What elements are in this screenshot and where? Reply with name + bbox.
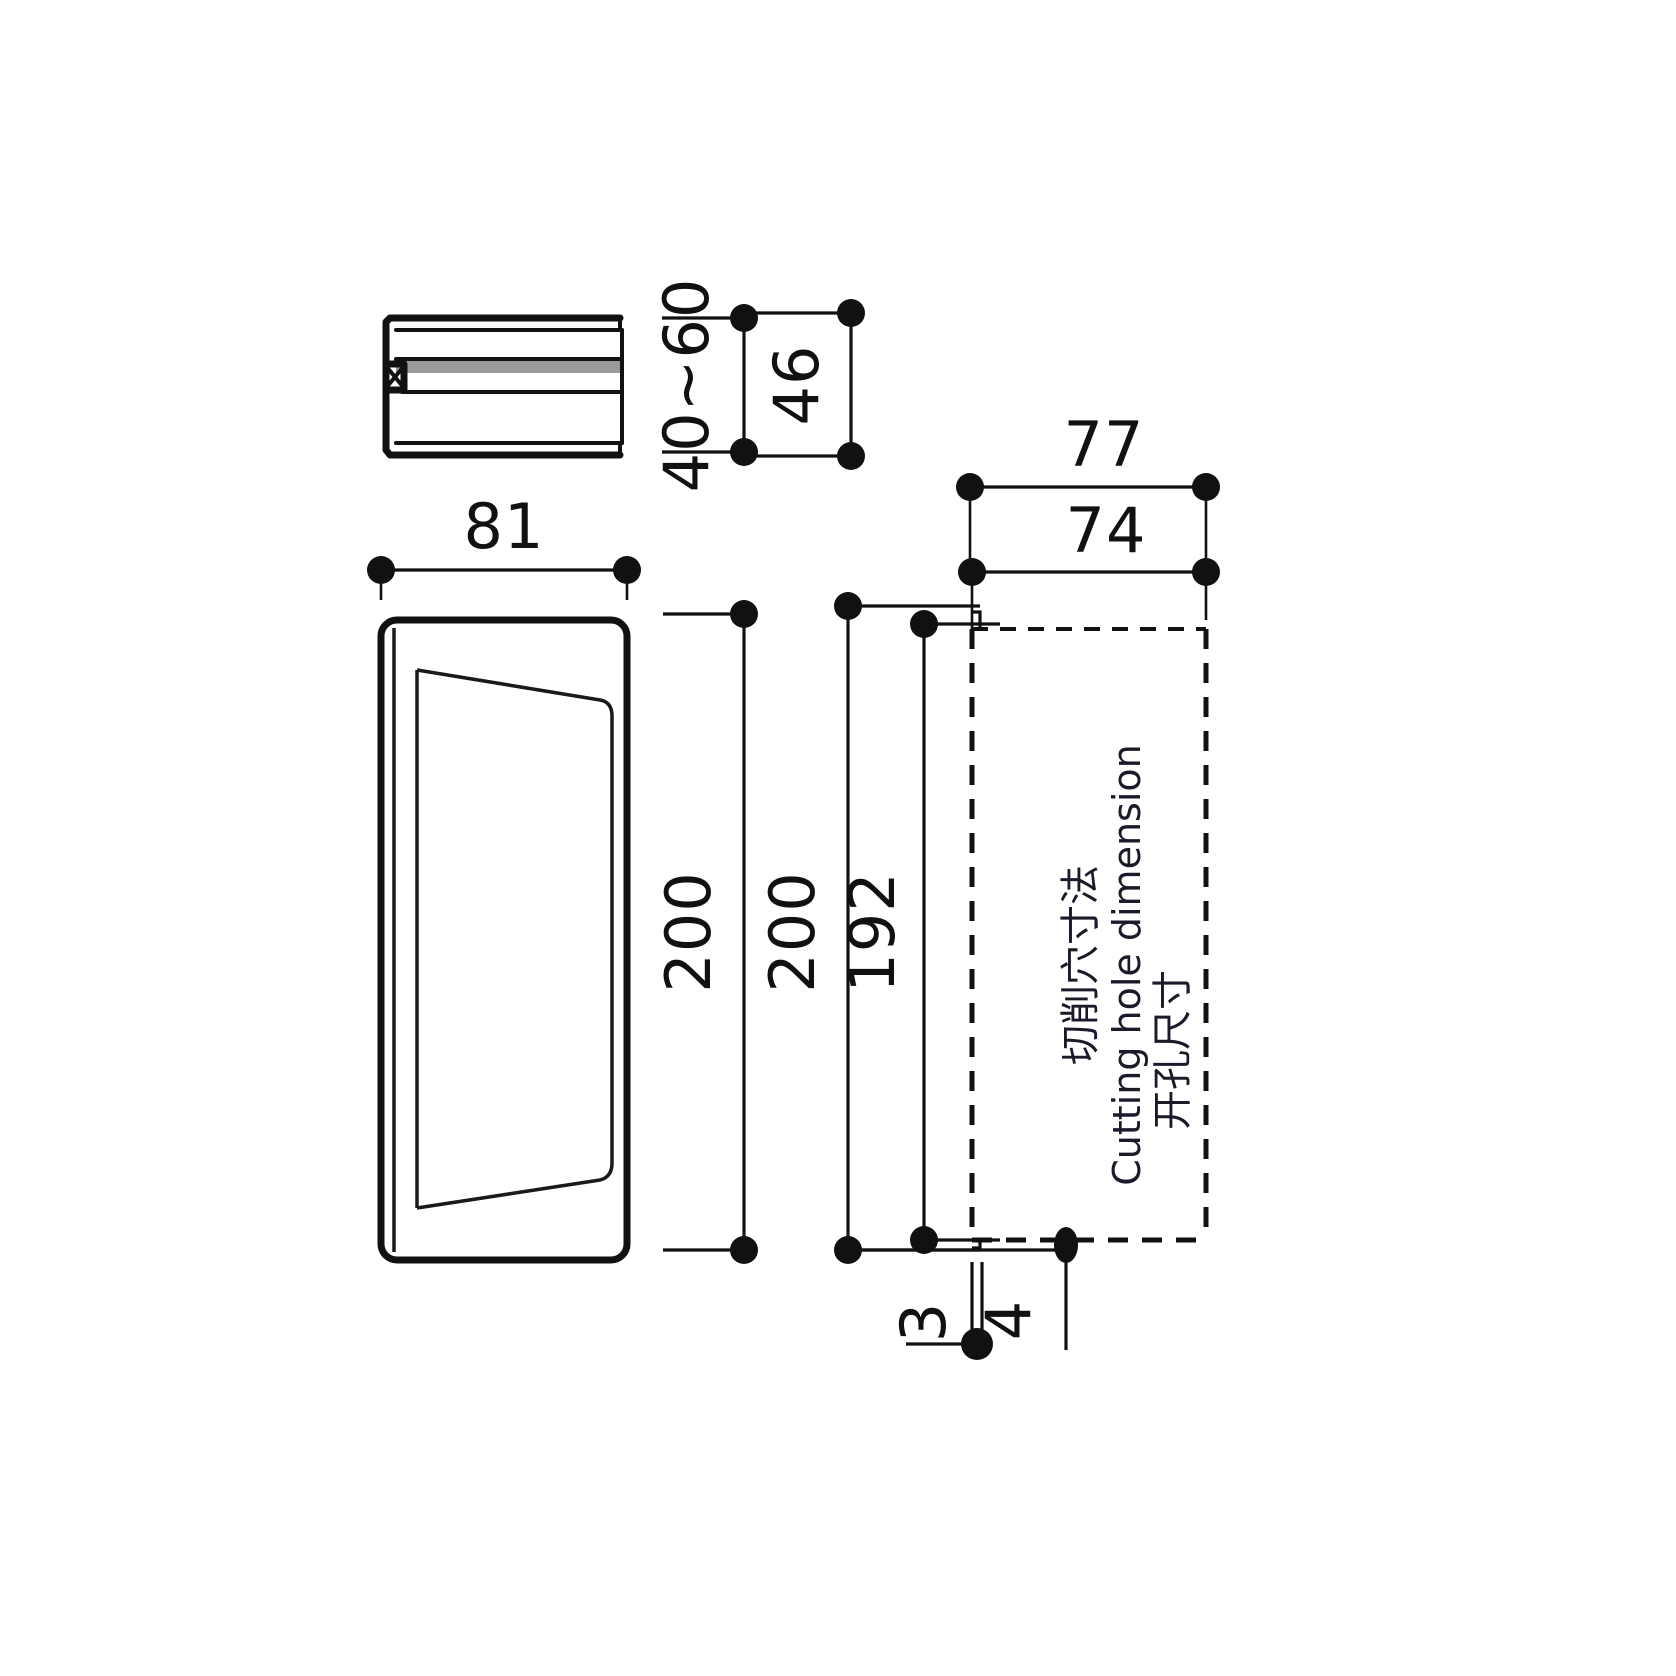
note-cutting-hole-dimension: 切削穴寸法 Cutting hole dimension 开孔尺寸 [1058, 744, 1196, 1185]
dimension-width-74: 74 [958, 494, 1220, 648]
dimension-offset-3: 3 [848, 1248, 1062, 1360]
note-label-en: Cutting hole dimension [1105, 744, 1149, 1185]
section-outer-profile [382, 314, 624, 459]
dim-label-46: 46 [760, 345, 833, 426]
dim-200b-arrow-top [834, 592, 862, 620]
dim-label-200-b: 200 [756, 871, 829, 992]
dim-192-arrow-bottom [910, 1226, 938, 1254]
dimension-thickness-range: 40~60 [650, 278, 758, 493]
section-wedge-detail [382, 360, 408, 394]
dimension-depth-46: 46 [744, 299, 865, 470]
dimension-width-77: 77 [956, 408, 1220, 572]
dim-200a-arrow-top [730, 600, 758, 628]
note-label-jp: 切削穴寸法 [1058, 865, 1104, 1065]
dim-label-77: 77 [1064, 408, 1145, 481]
dim-label-200-a: 200 [652, 871, 725, 992]
dim-192-arrow-top [910, 610, 938, 638]
note-label-cn: 开孔尺寸 [1150, 970, 1196, 1130]
dim-label-4060: 40~60 [650, 278, 723, 493]
dim-label-192: 192 [836, 871, 909, 992]
dim-4060-arrow-top [730, 304, 758, 332]
dim-label-81: 81 [464, 490, 545, 563]
dim-4-arrow-dot [1054, 1227, 1078, 1263]
dim-200a-arrow-bottom [730, 1236, 758, 1264]
view-front [377, 616, 631, 1264]
dim-label-3: 3 [887, 1302, 960, 1342]
hole-corner-tick-tl [972, 610, 982, 628]
dimension-width-81: 81 [367, 490, 641, 600]
dimension-height-192: 192 [836, 610, 1000, 1254]
dim-label-4: 4 [972, 1300, 1045, 1340]
hole-corner-tick-bl [972, 1240, 982, 1250]
dim-46-arrow-bottom [837, 442, 865, 470]
dim-3-arrow-dot [961, 1328, 993, 1360]
view-top-section [382, 314, 624, 459]
section-gray-slot [396, 361, 622, 373]
dim-4060-arrow-bottom [730, 438, 758, 466]
front-inner-face-profile [416, 668, 614, 1210]
dimension-offset-4: 4 [972, 1227, 1078, 1350]
front-outer-body [377, 616, 631, 1264]
section-wedge-hatch-b [384, 364, 406, 390]
view-cutting-hole [969, 610, 1209, 1250]
dim-46-arrow-top [837, 299, 865, 327]
dimension-height-200-a: 200 [652, 600, 758, 1264]
dim-label-74: 74 [1066, 494, 1147, 567]
